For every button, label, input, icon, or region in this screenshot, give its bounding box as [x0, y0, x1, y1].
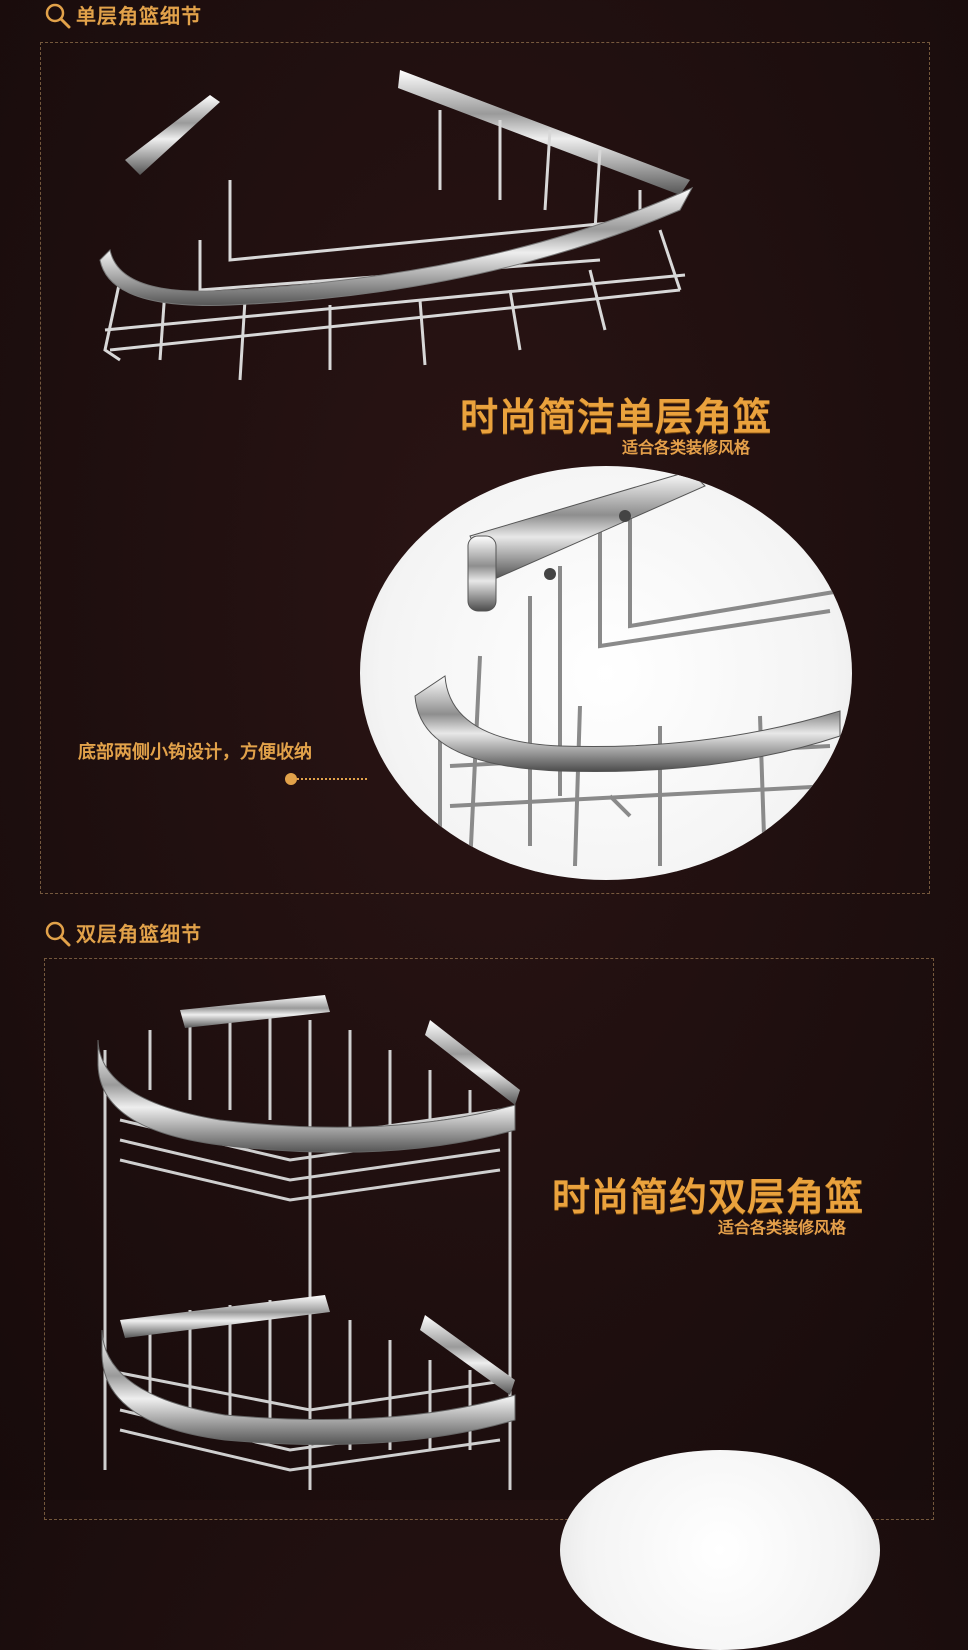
section2-title: 双层角篮细节 [76, 922, 202, 946]
detail-pointer-line [297, 778, 367, 780]
section2-headline: 时尚简约双层角篮 [552, 1175, 865, 1219]
detail-pointer-dot [285, 773, 297, 785]
single-basket-image [80, 60, 720, 400]
section1-subline: 适合各类装修风格 [622, 438, 751, 457]
section1-headline: 时尚简洁单层角篮 [460, 395, 773, 439]
section1-frame [40, 42, 930, 894]
magnifier-icon [44, 919, 72, 947]
detail-zoom-circle-partial [560, 1450, 880, 1650]
section2-header: 双层角篮细节 [44, 918, 202, 947]
detail-zoom-circle [360, 466, 852, 880]
section1-title: 单层角篮细节 [76, 4, 202, 28]
double-basket-image [90, 990, 530, 1500]
section2-subline: 适合各类装修风格 [718, 1218, 847, 1237]
section1-header: 单层角篮细节 [44, 0, 202, 29]
magnifier-icon [44, 1, 72, 29]
detail-note: 底部两侧小钩设计，方便收纳 [78, 742, 312, 763]
